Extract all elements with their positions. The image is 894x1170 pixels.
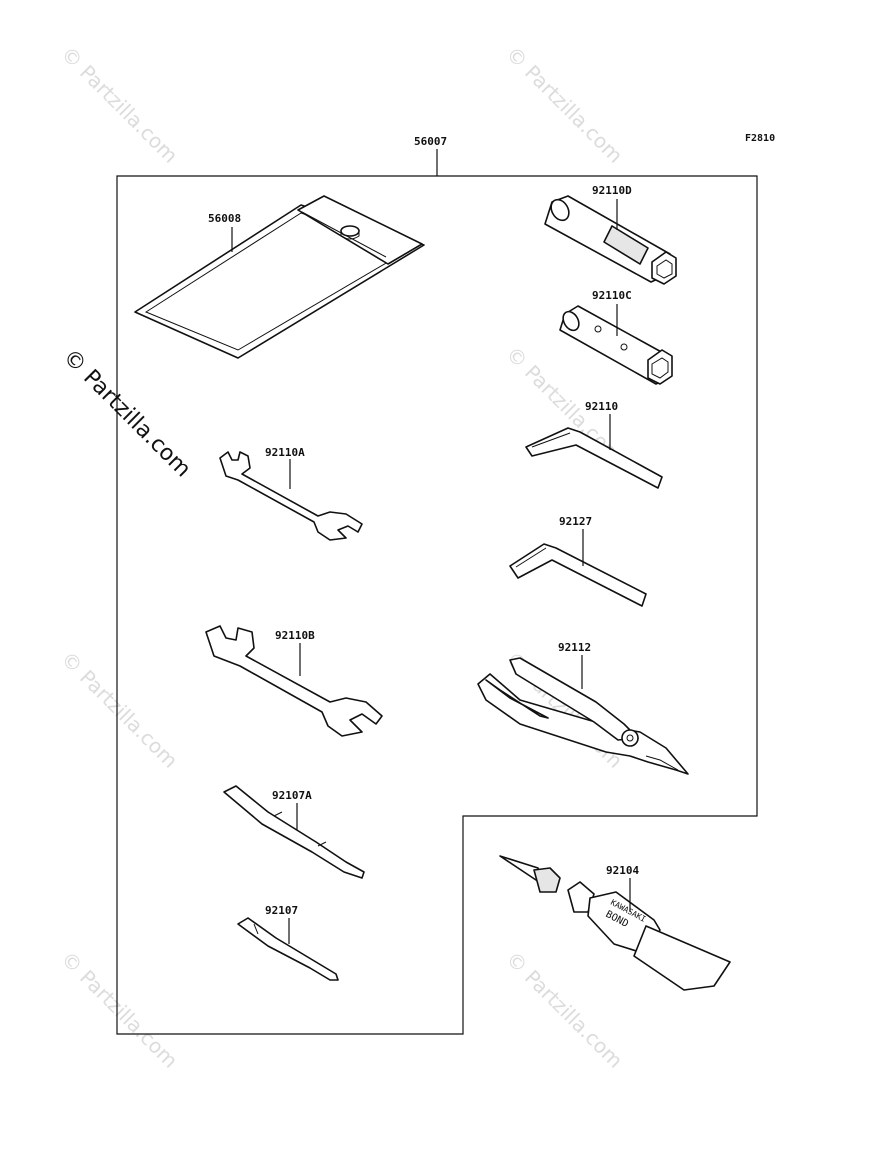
watermark: © Partzilla.com: [56, 42, 182, 168]
watermark: © Partzilla.com: [501, 42, 627, 168]
part-label-56008: 56008: [208, 212, 241, 225]
pliers-illustration: [477, 657, 689, 775]
tool-bag-illustration: [134, 195, 425, 359]
watermark-prominent: © Partzilla.com: [58, 345, 196, 483]
part-label-92112: 92112: [558, 641, 591, 654]
hex-key-92127-illustration: [509, 543, 647, 607]
part-label-92110: 92110: [585, 400, 618, 413]
kit-outline: [116, 175, 758, 1035]
watermark: © Partzilla.com: [501, 947, 627, 1073]
part-label-92110b: 92110B: [275, 629, 315, 642]
part-label-92104: 92104: [606, 864, 639, 877]
part-label-92107a: 92107A: [272, 789, 312, 802]
part-label-92110c: 92110C: [592, 289, 632, 302]
wrench-a-illustration: [219, 451, 363, 541]
part-label-92110d: 92110D: [592, 184, 632, 197]
screwdriver-92107a-illustration: [223, 785, 365, 879]
figure-code: F2810: [745, 133, 775, 144]
watermark: © Partzilla.com: [56, 647, 182, 773]
box-wrench-d-illustration: [544, 195, 677, 285]
box-wrench-c-illustration: [559, 305, 673, 385]
kit-label: 56007: [414, 135, 447, 148]
part-label-92110a: 92110A: [265, 446, 305, 459]
part-label-92107: 92107: [265, 904, 298, 917]
hex-key-92110-illustration: [525, 427, 663, 489]
watermark: © Partzilla.com: [56, 947, 182, 1073]
wrench-b-illustration: [205, 625, 383, 737]
screwdriver-92107-illustration: [237, 917, 339, 981]
part-label-92127: 92127: [559, 515, 592, 528]
bond-tube-illustration: KAWASAKI BOND: [499, 855, 731, 991]
